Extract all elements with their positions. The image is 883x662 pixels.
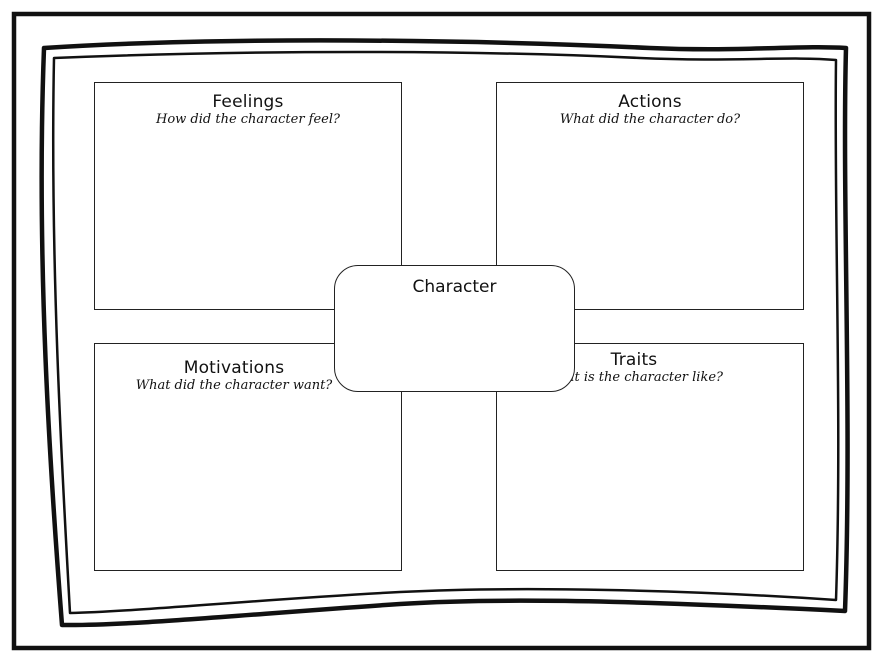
character-center-box: Character	[334, 265, 575, 392]
outer-border	[11, 11, 872, 651]
feelings-title: Feelings	[212, 92, 284, 112]
traits-title: Traits	[610, 350, 658, 370]
doodle-border-inner	[51, 50, 840, 615]
doodle-border-outer	[39, 38, 850, 628]
feelings-prompt: How did the character feel?	[155, 112, 341, 127]
character-title: Character	[412, 277, 497, 297]
motivations-title: Motivations	[183, 358, 285, 378]
traits-prompt: What is the character like?	[545, 370, 723, 385]
motivations-box: Motivations What did the character want?	[94, 343, 402, 571]
motivations-prompt: What did the character want?	[135, 378, 333, 393]
actions-title: Actions	[618, 92, 682, 112]
actions-prompt: What did the character do?	[559, 112, 741, 127]
